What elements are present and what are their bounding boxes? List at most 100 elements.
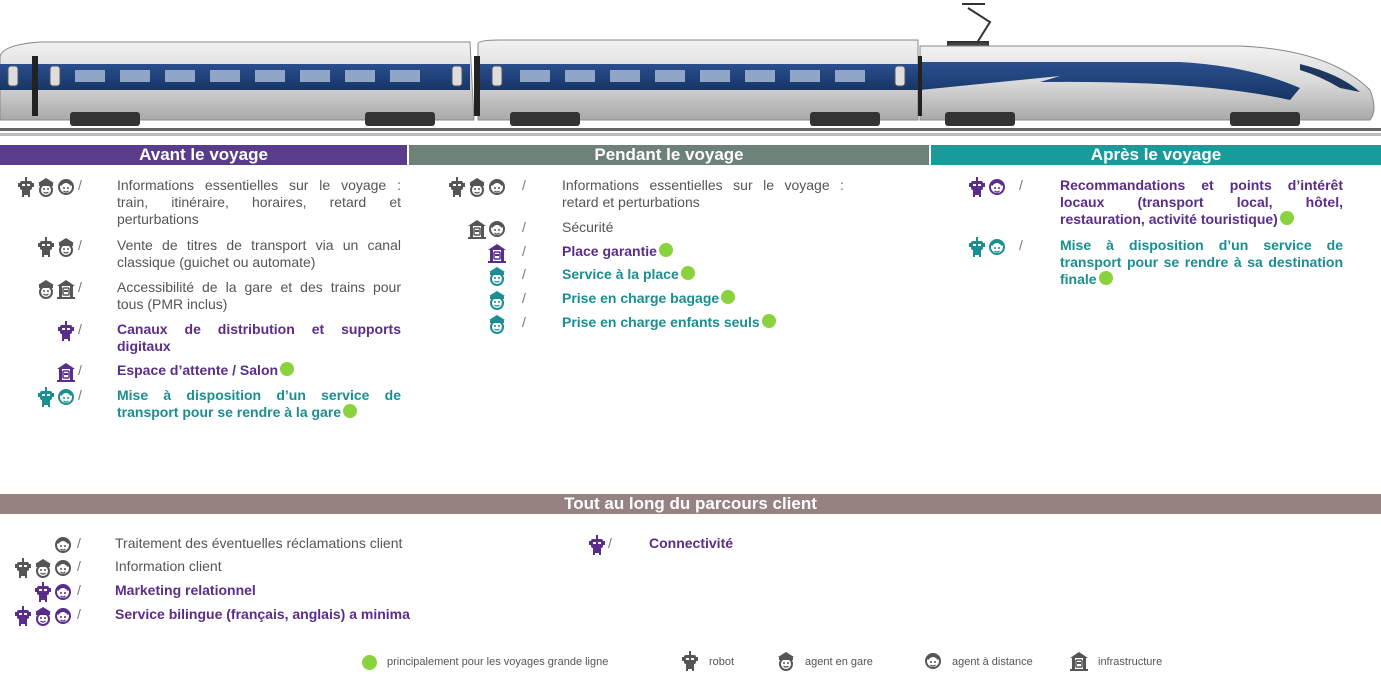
agent-gare-icon (777, 651, 795, 674)
item-text-content: Sécurité (562, 219, 614, 235)
icon-group (426, 219, 506, 239)
legend-label-infrastructure: infrastructure (1098, 656, 1163, 668)
item-text: Canaux de distribution et supports digit… (117, 321, 401, 355)
agent-distance-icon (57, 177, 75, 197)
item-text-content: Espace d’attente / Salon (117, 362, 279, 378)
item-text: Traitement des éventuelles réclamations … (115, 535, 535, 552)
agent-distance-icon (54, 558, 72, 578)
robot-icon (14, 558, 32, 578)
infrastructure-icon (57, 279, 75, 299)
icon-group (0, 177, 75, 197)
agent-gare-icon (37, 177, 55, 197)
robot-icon (588, 535, 606, 555)
icon-group (0, 279, 75, 299)
icon-group (0, 582, 72, 602)
legend-item-infrastructure: infrastructure (1070, 651, 1162, 673)
agent-distance-icon (988, 177, 1006, 197)
icon-group (426, 243, 506, 263)
legend-item-robot: robot (681, 650, 735, 674)
icon-group (0, 606, 72, 626)
item-text-content: Connectivité (649, 535, 734, 551)
legend-item-agent-gare: agent en gare (777, 651, 873, 673)
icon-group (0, 535, 72, 555)
separator-slash: / (78, 387, 82, 403)
item-text-content: Mise à disposition d’un service de trans… (117, 387, 401, 420)
agent-gare-icon (34, 558, 52, 578)
item-text: Informations essentielles sur le voyage … (117, 177, 401, 228)
robot-icon (37, 237, 55, 257)
header-pendant-le-voyage: Pendant le voyage (409, 145, 929, 165)
separator-slash: / (522, 177, 526, 193)
item-text-content: Canaux de distribution et supports digit… (117, 321, 401, 354)
robot-icon (37, 387, 55, 407)
icon-group (426, 314, 506, 334)
robot-icon (681, 650, 699, 674)
agent-distance-icon (988, 237, 1006, 257)
agent-gare-icon (37, 279, 55, 299)
icon-group (526, 535, 606, 555)
separator-slash: / (1019, 237, 1023, 253)
robot-icon (14, 606, 32, 626)
item-text-content: Vente de titres de transport via un cana… (117, 237, 401, 270)
separator-slash: / (522, 290, 526, 306)
item-text: Sécurité (562, 219, 844, 236)
header-apres-le-voyage: Après le voyage (931, 145, 1381, 165)
item-text: Prise en charge bagage (562, 290, 844, 307)
agent-distance-icon (54, 535, 72, 555)
item-text-content: Service bilingue (français, anglais) a m… (115, 606, 410, 622)
icon-group (426, 177, 506, 197)
item-text: Recommandations et points d’intérêt loca… (1060, 177, 1343, 228)
robot-icon (34, 582, 52, 602)
item-text: Service bilingue (français, anglais) a m… (115, 606, 535, 623)
icon-group (926, 237, 1006, 257)
agent-distance-icon (54, 582, 72, 602)
separator-slash: / (608, 535, 612, 551)
icon-group (0, 362, 75, 382)
item-text-content: Prise en charge bagage (562, 290, 720, 306)
item-text-content: Mise à disposition d’un service de trans… (1060, 237, 1343, 287)
agent-gare-icon (57, 237, 75, 257)
separator-slash: / (78, 177, 82, 193)
robot-icon (57, 321, 75, 341)
green-dot-icon (761, 314, 776, 328)
header-tout-au-long-du-parcours: Tout au long du parcours client (0, 494, 1381, 514)
legend-item-agent-distance: agent à distance (924, 651, 1033, 673)
item-text-content: Informations essentielles sur le voyage … (562, 177, 844, 210)
legend-label-agent-distance: agent à distance (952, 656, 1033, 668)
item-text-content: Service à la place (562, 266, 679, 282)
item-text: Connectivité (649, 535, 949, 552)
robot-icon (448, 177, 466, 197)
item-text-content: Traitement des éventuelles réclamations … (115, 535, 403, 551)
agent-distance-icon (924, 651, 942, 674)
icon-group (0, 321, 75, 341)
agent-distance-icon (57, 387, 75, 407)
icon-group (0, 387, 75, 407)
green-dot-icon (1279, 211, 1294, 225)
icon-group (0, 237, 75, 257)
item-text: Accessibilité de la gare et des trains p… (117, 279, 401, 313)
agent-gare-icon (468, 177, 486, 197)
infrastructure-icon (488, 243, 506, 263)
separator-slash: / (522, 266, 526, 282)
separator-slash: / (78, 237, 82, 253)
agent-gare-icon (488, 290, 506, 310)
legend-label-robot: robot (709, 656, 735, 668)
green-dot-icon (280, 362, 295, 376)
header-avant-le-voyage: Avant le voyage (0, 145, 407, 165)
robot-icon (17, 177, 35, 197)
green-dot-icon (1098, 271, 1113, 285)
separator-slash: / (77, 535, 81, 551)
agent-distance-icon (488, 177, 506, 197)
icon-group (426, 266, 506, 286)
item-text-content: Information client (115, 558, 222, 574)
legend: principalement pour les voyages grande l… (0, 650, 1381, 674)
item-text: Mise à disposition d’un service de trans… (117, 387, 401, 421)
legend-label-dot: principalement pour les voyages grande l… (387, 656, 609, 668)
item-text-content: Place garantie (562, 243, 657, 259)
agent-distance-icon (488, 219, 506, 239)
separator-slash: / (1019, 177, 1023, 193)
item-text-content: Recommandations et points d’intérêt loca… (1060, 177, 1343, 227)
separator-slash: / (522, 243, 526, 259)
robot-icon (968, 177, 986, 197)
infrastructure-icon (468, 219, 486, 239)
